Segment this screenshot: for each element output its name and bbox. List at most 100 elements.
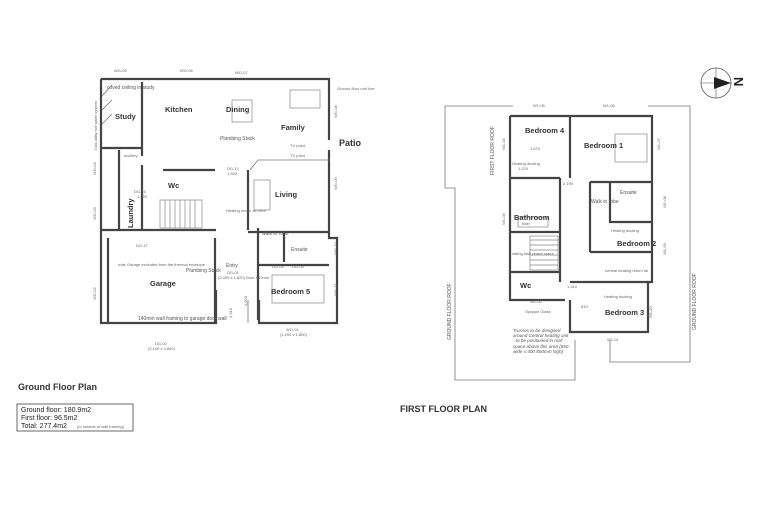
room-walk-in-robe: walk in robe — [262, 231, 289, 237]
door-label: DG-04 — [292, 264, 305, 269]
note-heating: Heating ducting — [512, 161, 540, 166]
window-label: W1-10 — [648, 305, 653, 318]
window-label: W1-01 — [607, 337, 620, 342]
window-label: W1-09 — [662, 242, 667, 255]
window-label: W1-03 — [501, 212, 506, 225]
room-garage: Garage — [150, 279, 176, 288]
living-wall — [249, 159, 329, 171]
ground-floor-plan: Study Kitchen Dining Family Living scull… — [92, 68, 375, 351]
dimension: 2,910 — [228, 307, 233, 318]
door-label: DG-02 — [155, 341, 168, 346]
window-label: WG-02 — [92, 287, 97, 300]
room-family: Family — [281, 123, 306, 132]
window-label: WG-04 — [92, 162, 97, 175]
dimension: 1,520 — [227, 171, 238, 176]
door-label: DG-17 — [136, 243, 149, 248]
first-inner-walls — [510, 116, 652, 284]
stairs — [529, 235, 559, 271]
coved-hatch — [101, 84, 113, 125]
door-label: DG-12 — [227, 166, 240, 171]
stairs — [159, 199, 203, 229]
roof-outline — [444, 105, 691, 381]
room-walk-in-robe: Walk in robe — [591, 199, 619, 205]
note-railing: railing wall centre stairs — [512, 251, 554, 256]
note-heating: Heating ducting — [611, 228, 639, 233]
window-label: WG-11 — [333, 283, 338, 296]
note-plumbing: Plumbing Stack — [186, 268, 221, 274]
room-living: Living — [275, 190, 298, 199]
window-label: WG-08 — [333, 105, 338, 118]
room-scullery: scullery — [124, 153, 138, 158]
window-label: W1-06 — [603, 103, 616, 108]
dining-table-icon — [231, 99, 253, 123]
window-label: W1-05 — [533, 103, 546, 108]
dimension: 810 — [581, 304, 588, 309]
door-label: DG-16 — [134, 189, 147, 194]
bed-icon — [271, 274, 325, 304]
room-laundry: Laundry — [126, 198, 135, 228]
note-heating: Heating ducting — [604, 294, 632, 299]
window-size: (1,200 x 1,800) — [280, 332, 308, 337]
room-bathroom: Bathroom — [514, 213, 550, 222]
room-kitchen: Kitchen — [165, 105, 193, 114]
note-coved: coved ceiling in study — [107, 85, 155, 91]
ground-floor-title: Ground Floor Plan — [18, 382, 97, 392]
room-bedroom3: Bedroom 3 — [605, 308, 644, 317]
note-central-heating: central heating return air — [605, 268, 649, 273]
dimension: 2,190 — [563, 181, 574, 186]
room-study: Study — [115, 112, 137, 121]
note-first-floor-roof: FIRST FLOOR ROOF — [490, 126, 496, 175]
bath-icon — [517, 216, 549, 228]
window-label: W1-02 — [530, 299, 543, 304]
room-ensuite: Ensuite — [291, 247, 308, 253]
window-label: WG-01 — [286, 327, 299, 332]
room-bedroom5: Bedroom 5 — [271, 287, 310, 296]
dimension: 1,220 — [518, 166, 529, 171]
room-wc: Wc — [520, 281, 531, 290]
sofa-icon — [253, 179, 271, 211]
note-heating: Heating return air vent — [226, 208, 266, 213]
note-opaque-glass: Opaque Glass — [525, 309, 551, 314]
note-wall-framing: 140mm wall framing to garage door wall — [138, 316, 227, 322]
room-dining: Dining — [226, 105, 250, 114]
window-label: WG-03 — [92, 207, 97, 220]
note-bath: bath — [522, 221, 530, 226]
note-ground-floor-roof: GROUND FLOOR ROOF — [447, 283, 453, 340]
dimension: 1,220 — [137, 194, 148, 199]
first-floor-title: FIRST FLOOR PLAN — [400, 404, 487, 414]
area-ground: Ground floor: 180.9m2 — [21, 407, 91, 414]
window-label: WG-06 — [180, 68, 193, 73]
note-trusses: Trusses to be designed around Central he… — [513, 328, 568, 354]
ground-inner-walls — [101, 82, 329, 323]
note-ground-floor-roof: GROUND FLOOR ROOF — [692, 273, 698, 330]
room-entry: Entry — [226, 263, 238, 269]
area-total: Total: 277.4m2 — [21, 423, 67, 430]
ground-outer-walls — [99, 77, 339, 325]
sofa-icon — [289, 89, 321, 109]
area-note: (to outside of wall framing) — [77, 424, 125, 429]
door-label: DG-05 — [272, 264, 285, 269]
first-floor-plan: Bedroom 4 Bedroom 1 Bathroom Walk in rob… — [444, 103, 698, 381]
window-label: W1-08 — [662, 195, 667, 208]
dimension: 1,670 — [530, 146, 541, 151]
window-label: WG-07 — [235, 70, 248, 75]
note-tv-point: TV point — [290, 143, 306, 148]
note-gas: Gas utility hot water system — [93, 100, 98, 150]
bed-icon — [614, 133, 648, 163]
window-label: WG-09 — [333, 177, 338, 190]
room-ensuite: Ensuite — [620, 190, 637, 196]
room-bedroom1: Bedroom 1 — [584, 141, 623, 150]
room-bedroom2: Bedroom 2 — [617, 239, 656, 248]
window-label: WG-05 — [114, 68, 127, 73]
window-label: W1-04 — [501, 137, 506, 150]
note-tv-point: TV point — [290, 153, 306, 158]
room-wc: Wc — [168, 181, 179, 190]
window-label: WG-10 — [333, 242, 338, 255]
note-roof-line: Ground floor roof line — [337, 86, 375, 91]
north-arrow-icon: N — [700, 67, 746, 99]
room-patio: Patio — [339, 138, 362, 148]
area-first: First floor: 96.5m2 — [21, 415, 78, 422]
room-bedroom4: Bedroom 4 — [525, 126, 565, 135]
door-size: (2,000 x 1,820) Door 960mm — [218, 275, 270, 280]
